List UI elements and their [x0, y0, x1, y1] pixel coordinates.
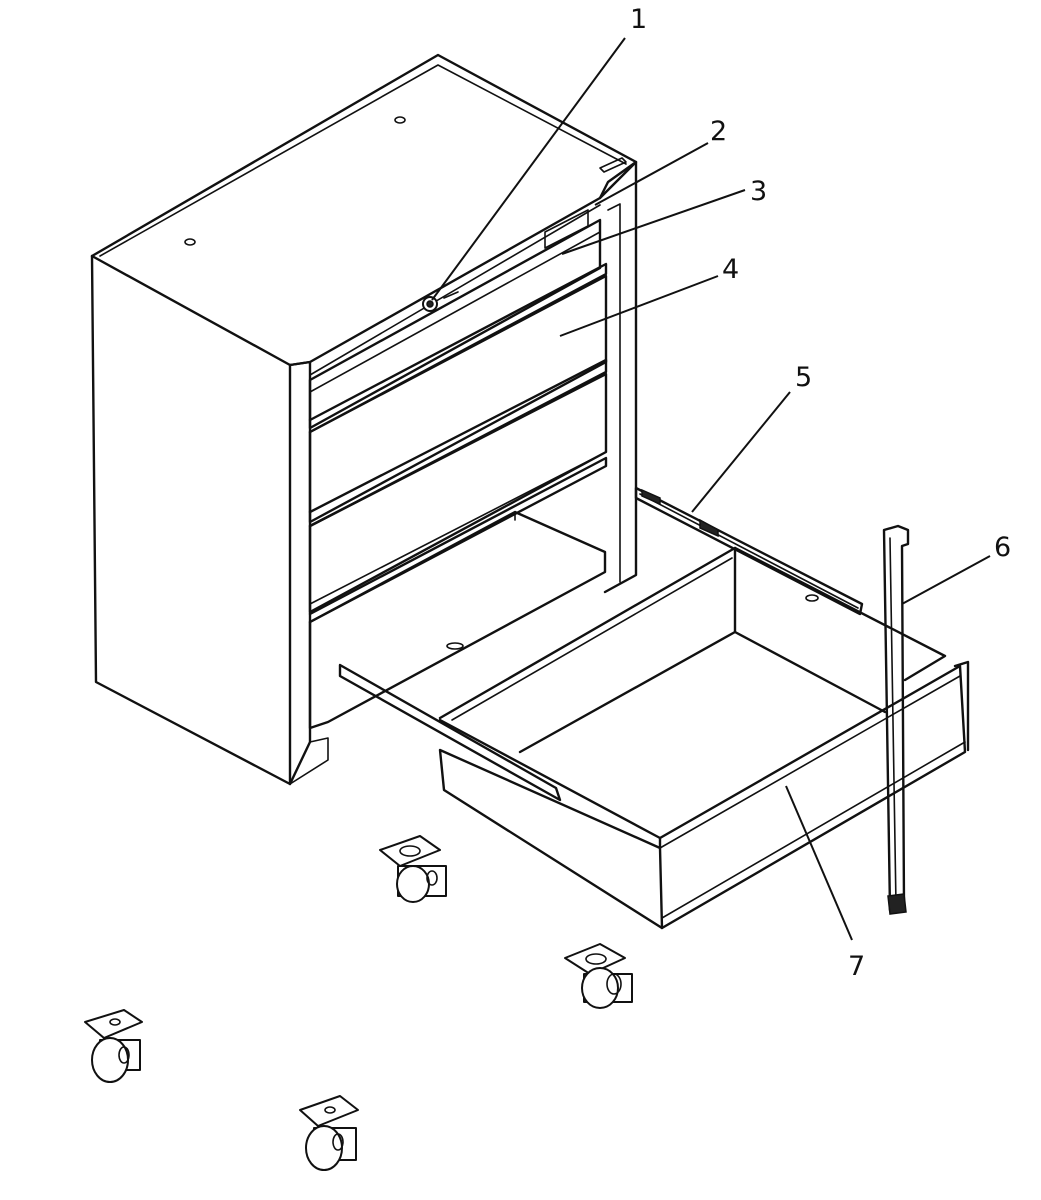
leader-7: [785, 785, 853, 941]
caster-2: [564, 943, 633, 1009]
callout-5: 5: [795, 362, 812, 393]
caster-1: [379, 835, 447, 903]
callout-labels: 1 2 3 4 5 6 7: [630, 4, 1011, 982]
bottom-drawer-opening: [308, 510, 607, 730]
leader-3: [561, 189, 746, 255]
lock-icon: [422, 291, 459, 312]
callout-7: 7: [848, 951, 865, 982]
open-drawer: [338, 546, 970, 930]
leader-2: [594, 142, 709, 206]
caster-3: [84, 1009, 143, 1083]
caster-4: [299, 1095, 359, 1171]
callout-2: 2: [710, 116, 727, 147]
callout-4: 4: [722, 254, 739, 285]
callout-6: 6: [994, 532, 1011, 563]
leader-6: [901, 555, 991, 605]
locking-bar: [882, 524, 910, 915]
callout-1: 1: [630, 4, 647, 35]
leader-5: [691, 391, 791, 513]
drawer-slide: [634, 486, 864, 616]
leader-lines: [431, 37, 991, 941]
leader-1: [431, 37, 626, 301]
leader-4: [559, 275, 719, 337]
cabinet-body: [90, 53, 638, 786]
callout-3: 3: [750, 176, 767, 207]
top-drawer: [308, 218, 608, 434]
third-drawer: [308, 372, 608, 624]
